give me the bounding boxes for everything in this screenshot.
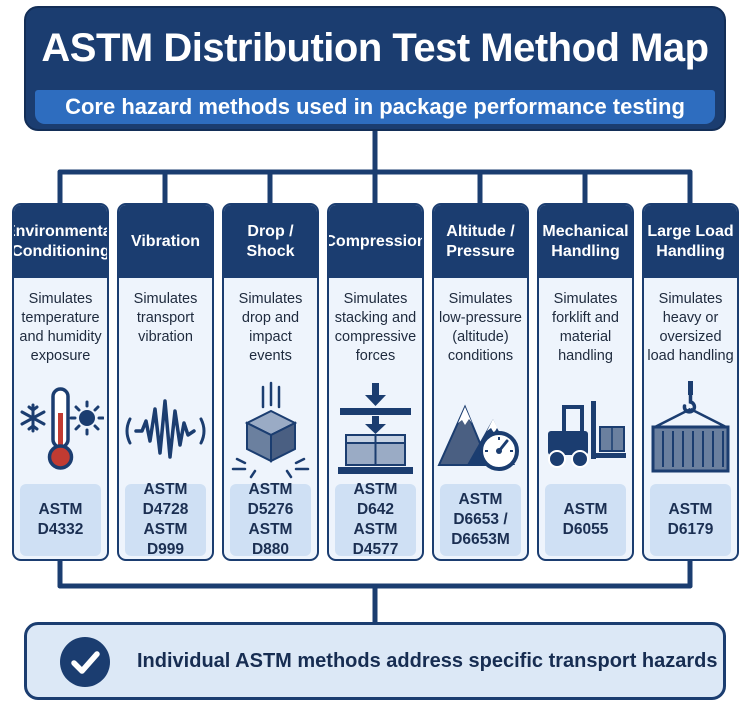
method-description: Simulates temperature and humidity expos… <box>19 291 102 364</box>
method-card-vibration: Vibration Simulates transport vibration … <box>117 203 214 561</box>
forklift-icon <box>542 379 629 479</box>
method-card-mechanical-handling: Mechanical Handling Simulates forklift a… <box>537 203 634 561</box>
method-standard: ASTM D6653 / D6653M <box>440 484 521 556</box>
method-card-compression: Compression Simulates stacking and compr… <box>327 203 424 561</box>
method-title: Altitude / Pressure <box>434 205 527 278</box>
method-card-drop-shock: Drop / Shock Simulates drop and impact e… <box>222 203 319 561</box>
method-description: Simulates drop and impact events <box>238 291 303 364</box>
method-title: Vibration <box>119 205 212 278</box>
method-card-large-load-handling: Large Load Handling Simulates heavy or o… <box>642 203 739 561</box>
footer-banner: Individual ASTM methods address specific… <box>24 622 726 700</box>
method-title: Compression <box>329 205 422 278</box>
method-description: Simulates stacking and compressive force… <box>334 291 417 364</box>
vibration-wave-icon <box>122 379 209 479</box>
method-card-environmental: Environmental Conditioning Simulates tem… <box>12 203 109 561</box>
method-title: Mechanical Handling <box>539 205 632 278</box>
method-standard: ASTM D5276 ASTM D880 <box>230 481 311 558</box>
method-title: Drop / Shock <box>224 205 317 278</box>
method-standard: ASTM D4728 ASTM D999 <box>125 481 206 558</box>
method-title: Environmental Conditioning <box>14 205 107 278</box>
thermometer-snowflake-sun-icon <box>17 379 104 479</box>
method-description: Simulates heavy or oversized load handli… <box>647 291 734 364</box>
mountain-gauge-icon <box>437 379 524 479</box>
checkmark-icon <box>60 637 110 687</box>
box-press-icon <box>332 379 419 479</box>
falling-box-icon <box>227 379 314 479</box>
method-card-altitude-pressure: Altitude / Pressure Simulates low-pressu… <box>432 203 529 561</box>
page-subtitle: Core hazard methods used in package perf… <box>35 90 715 124</box>
page-title: ASTM Distribution Test Method Map <box>41 26 709 70</box>
header-banner: ASTM Distribution Test Method Map Core h… <box>24 6 726 131</box>
method-description: Simulates forklift and material handling <box>552 291 619 364</box>
method-standard: ASTM D642 ASTM D4577 <box>335 481 416 558</box>
crane-container-icon <box>647 379 734 479</box>
footer-message: Individual ASTM methods address specific… <box>137 650 718 672</box>
method-description: Simulates low-pressure (altitude) condit… <box>439 291 522 364</box>
method-standard: ASTM D6055 <box>545 484 626 556</box>
method-title: Large Load Handling <box>644 205 737 278</box>
method-description: Simulates transport vibration <box>133 291 198 345</box>
method-standard: ASTM D4332 <box>20 484 101 556</box>
method-standard: ASTM D6179 <box>650 484 731 556</box>
